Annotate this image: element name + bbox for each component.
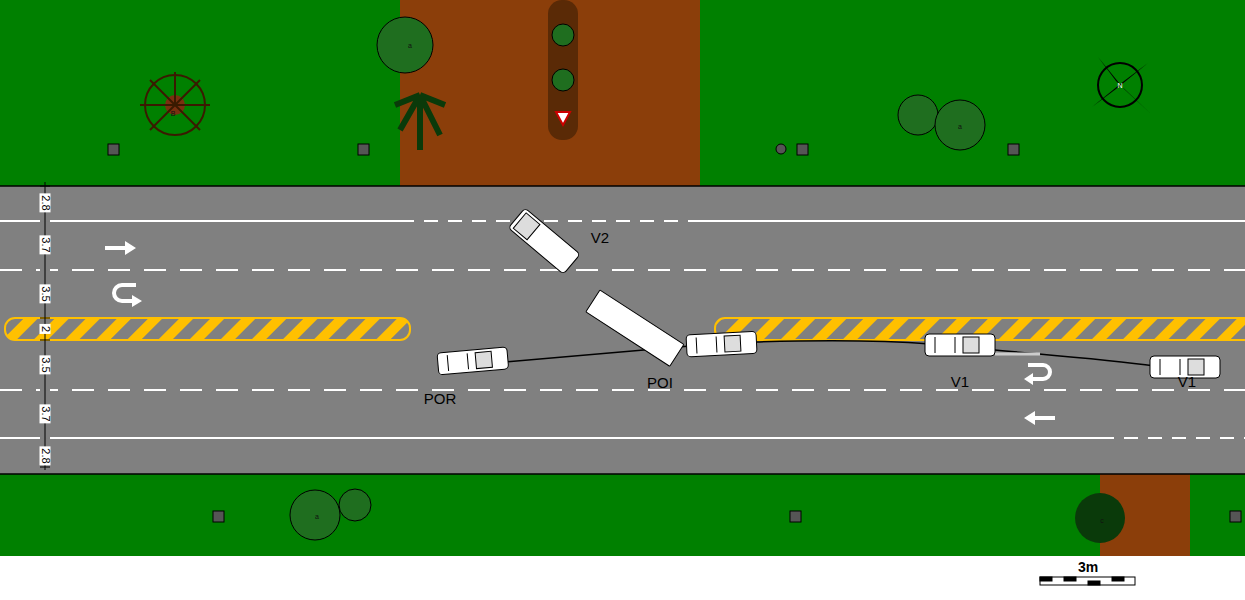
scale-bar <box>1040 577 1135 585</box>
dimension-line <box>40 182 50 470</box>
tree-label: a <box>315 513 319 520</box>
vegetation <box>140 17 1125 543</box>
u-turn-arrow <box>114 285 1050 379</box>
dimension: 3.7 <box>40 235 51 254</box>
hatched-median <box>5 318 410 340</box>
vehicle-label: V2 <box>591 230 609 245</box>
compass <box>1092 57 1150 113</box>
median-island <box>548 0 578 140</box>
yield-sign <box>556 112 570 125</box>
road-arrows <box>105 241 1055 425</box>
scale-label: 3m <box>1078 560 1098 574</box>
point-label: POR <box>424 391 457 406</box>
dimension: 2.8 <box>40 193 51 212</box>
post <box>108 144 1241 522</box>
vehicle-label: V1 <box>1178 374 1196 389</box>
tree-label: a <box>958 123 962 130</box>
point-label: POI <box>647 375 673 390</box>
tree-label: c <box>1100 517 1104 524</box>
vehicle-path <box>505 341 1155 366</box>
dimension: 2 <box>40 324 51 334</box>
grass <box>0 0 1245 186</box>
driveway <box>400 0 700 186</box>
vehicle-label: V1 <box>951 374 969 389</box>
dimension: 3.5 <box>40 355 51 374</box>
dimension: 2.8 <box>40 446 51 465</box>
tree-label: a <box>408 42 412 49</box>
tree-label: B <box>171 110 176 117</box>
dimension: 3.7 <box>40 404 51 423</box>
dimension: 3.5 <box>40 284 51 303</box>
vehicle <box>437 208 1220 378</box>
grass <box>0 474 1245 556</box>
compass-label: N <box>1117 82 1122 89</box>
